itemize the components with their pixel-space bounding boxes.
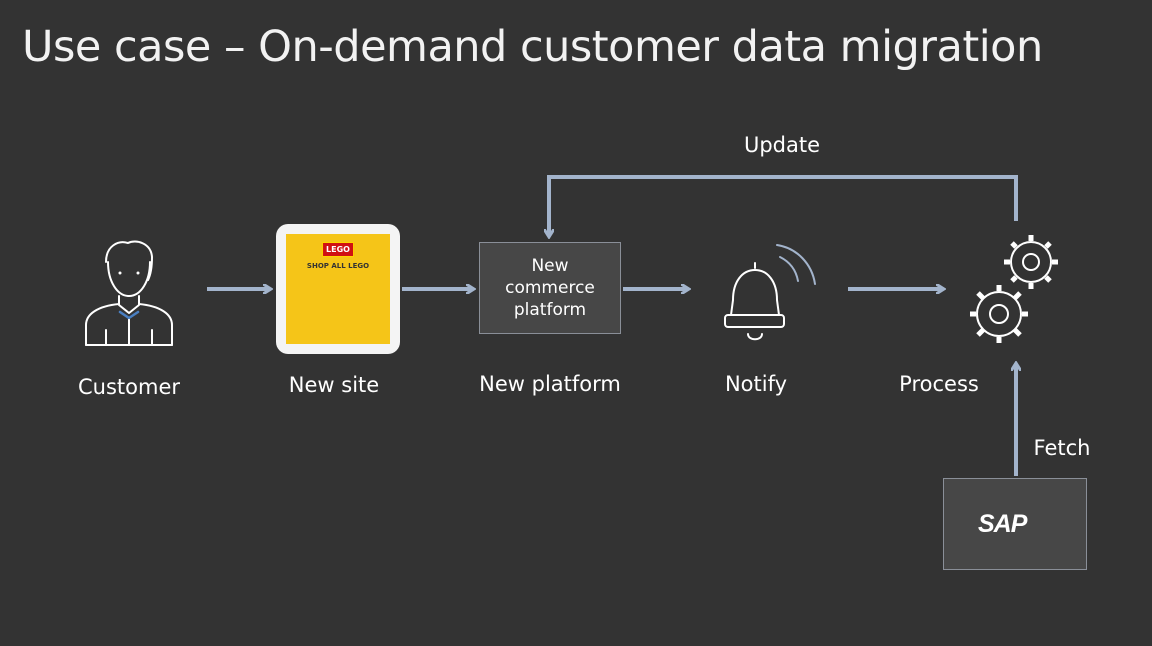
shop-all-banner: SHOP ALL LEGO (306, 262, 370, 270)
update-label: Update (743, 133, 821, 157)
process-label: Process (899, 372, 979, 396)
platform-box-line-2: commerce (505, 278, 595, 298)
new-site-card: LEGO SHOP ALL LEGO (276, 224, 400, 354)
page-title: Use case – On-demand customer data migra… (22, 22, 1043, 72)
sap-box: SAP (943, 478, 1087, 570)
fetch-label: Fetch (1033, 436, 1091, 460)
arrow-update-loop (549, 175, 1018, 236)
lego-logo: LEGO (322, 242, 354, 257)
notify-label: Notify (724, 372, 788, 396)
new-platform-label: New platform (479, 372, 621, 396)
sap-logo-text: SAP (978, 510, 1027, 538)
gears-icon (970, 235, 1058, 343)
new-commerce-platform-box: New commerce platform (479, 242, 621, 334)
customer-label: Customer (77, 375, 181, 399)
person-icon (85, 240, 173, 346)
new-site-label: New site (288, 373, 380, 397)
lego-site-thumbnail: LEGO SHOP ALL LEGO (286, 234, 390, 344)
bell-icon (724, 244, 816, 341)
platform-box-line-1: New (531, 256, 569, 276)
platform-box-line-3: platform (513, 300, 587, 320)
